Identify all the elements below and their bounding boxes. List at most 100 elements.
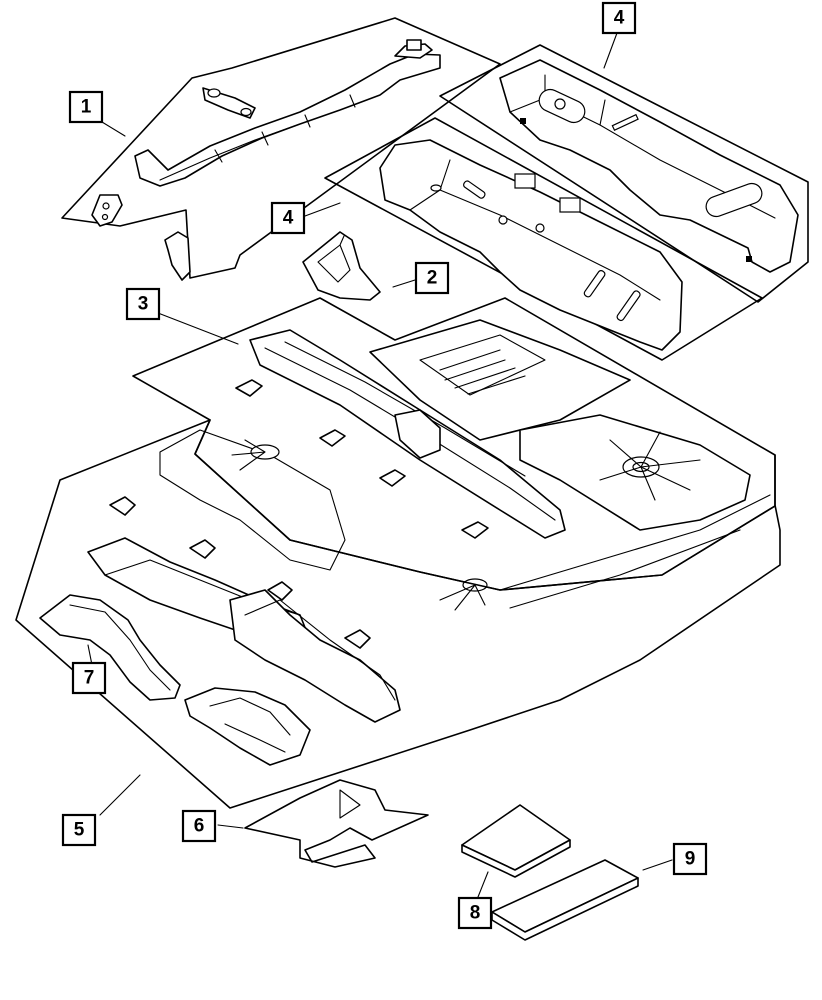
small-bracket <box>109 496 136 516</box>
callout-label: 7 <box>84 668 95 689</box>
callout-box <box>457 896 493 930</box>
group-5-outline <box>15 419 781 809</box>
group-4-rear-crossmember <box>439 44 809 303</box>
slot <box>616 290 641 322</box>
callout-1: 1 <box>68 90 104 124</box>
group-4-outline <box>439 44 809 303</box>
callout-label: 5 <box>74 820 85 841</box>
mount-tab <box>746 256 752 262</box>
longitudinal-rail-edge <box>244 599 396 701</box>
clip <box>235 379 263 397</box>
group-1-crossmember-parts <box>61 17 501 281</box>
callout-5: 5 <box>61 813 97 847</box>
small-bracket <box>267 581 293 601</box>
callout-box <box>61 813 97 847</box>
front-floor-ribs <box>439 584 486 611</box>
callout-3: 3 <box>125 287 161 321</box>
callout-label: 8 <box>470 903 481 924</box>
group-1-outline <box>61 17 501 279</box>
part-2-bracket <box>302 231 381 301</box>
callout-label: 4 <box>614 8 625 29</box>
callout-box <box>68 90 104 124</box>
square-cutout <box>514 173 536 189</box>
bracket-detail <box>159 94 356 181</box>
callout-label: 9 <box>685 849 696 870</box>
front-rail-edge <box>69 604 171 691</box>
bracket-end-clip <box>394 43 433 59</box>
callout-2: 2 <box>414 261 450 295</box>
callout-8: 8 <box>457 896 493 930</box>
leader-8 <box>477 871 489 898</box>
group-3-center-floor <box>132 297 776 611</box>
part-6-sound-pad <box>244 779 429 868</box>
oval-cutout <box>705 182 763 218</box>
gusset-hole <box>101 213 109 221</box>
group-4-front-crossmember <box>324 117 763 361</box>
part-angle-bracket <box>164 231 191 281</box>
callout-label: 4 <box>283 208 294 229</box>
bolt-hole <box>430 184 442 192</box>
front-crossmember-detail <box>409 159 661 301</box>
sound-pad <box>244 779 429 868</box>
insulation-pad-small-edge <box>461 839 571 878</box>
left-floor-ribs <box>231 439 266 471</box>
bolt-hole <box>498 215 508 225</box>
gusset-hole <box>102 202 110 210</box>
underbody-longitudinal-rail <box>229 589 401 723</box>
callout-4-top: 4 <box>601 1 637 35</box>
part-long-bracket <box>134 53 441 187</box>
bracket-body <box>302 231 381 301</box>
callout-box <box>601 1 637 35</box>
callout-label: 1 <box>81 97 92 118</box>
small-bracket <box>344 629 371 649</box>
small-bracket <box>189 539 216 559</box>
leader-4b <box>304 202 341 217</box>
strap-hole <box>240 107 252 117</box>
callout-box <box>270 201 306 235</box>
tunnel-brace <box>394 409 441 459</box>
clip <box>319 429 346 447</box>
callout-9: 9 <box>672 842 708 876</box>
leader-5 <box>99 774 141 816</box>
callout-7: 7 <box>71 661 107 695</box>
h-frame-edge <box>209 697 291 753</box>
left-floor-pan <box>159 429 346 571</box>
callout-box <box>181 809 217 843</box>
bracket-end-tab <box>406 39 422 51</box>
leader-6 <box>217 824 244 829</box>
clip <box>461 521 489 539</box>
slot <box>463 180 486 199</box>
part-gusset <box>91 194 123 227</box>
leader-9 <box>642 859 673 871</box>
callout-box <box>125 287 161 321</box>
callout-label: 3 <box>138 294 149 315</box>
leader-1 <box>101 121 126 137</box>
square-cutout <box>559 197 581 213</box>
callout-box <box>414 261 450 295</box>
slot <box>583 269 606 298</box>
leader-3 <box>157 312 239 345</box>
callout-4-middle: 4 <box>270 201 306 235</box>
underbody-h-frame <box>184 687 311 766</box>
part-7-front-rail <box>39 594 181 701</box>
leader-4a <box>603 32 618 69</box>
bolt-hole <box>554 98 566 110</box>
rear-floor-well <box>419 334 546 396</box>
rear-floor-panel <box>369 319 631 441</box>
bracket-detail <box>317 235 351 283</box>
callout-label: 2 <box>427 268 438 289</box>
slot <box>611 113 639 132</box>
group-5-floor-assembly <box>15 419 781 809</box>
callout-box <box>672 842 708 876</box>
rear-floor-ribs <box>439 349 526 395</box>
floor-pan-ribs <box>599 431 701 501</box>
leader-7 <box>87 644 93 666</box>
mount-tab <box>520 118 526 124</box>
clip <box>379 469 406 487</box>
callout-box <box>71 661 107 695</box>
bolt-hole <box>535 223 545 233</box>
callout-6: 6 <box>181 809 217 843</box>
callout-label: 6 <box>194 816 205 837</box>
front-crossmember <box>379 139 683 351</box>
